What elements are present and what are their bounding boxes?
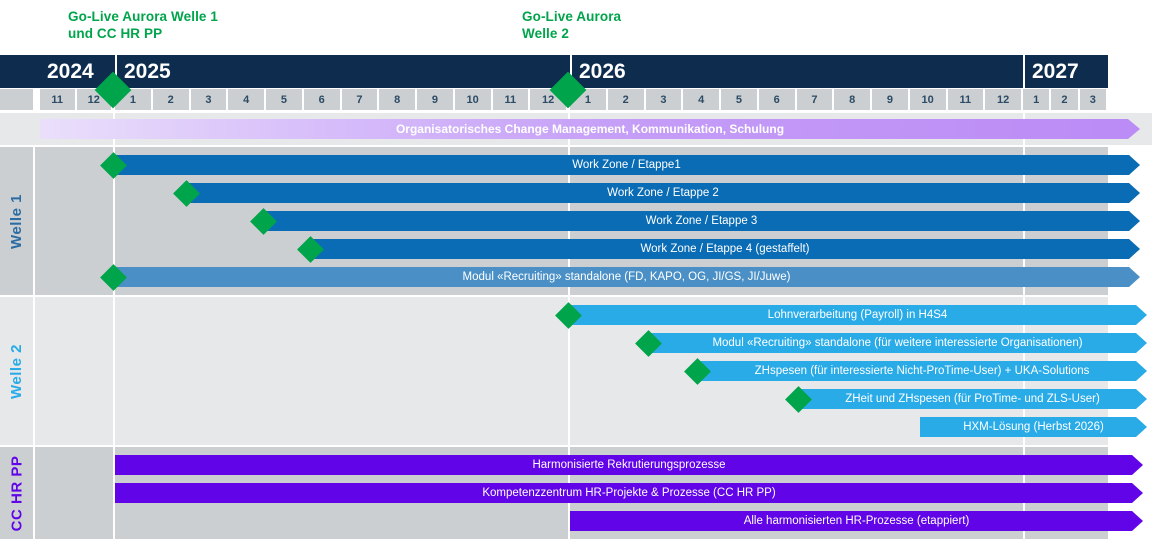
month-cell-20: 6: [759, 89, 797, 110]
bar-welle-2-1[interactable]: Lohnverarbeitung (Payroll) in H4S4: [568, 305, 1147, 325]
bar-welle-2-5[interactable]: HXM-Lösung (Herbst 2026): [920, 417, 1147, 437]
bar-label: Organisatorisches Change Management, Kom…: [392, 122, 788, 136]
bar-label: Modul «Recruiting» standalone (für weite…: [708, 337, 1086, 349]
month-cell-4: 2: [153, 89, 191, 110]
month-cell-10: 8: [379, 89, 417, 110]
month-cell-1: 11: [40, 89, 77, 110]
bar-welle-1-3[interactable]: Work Zone / Etappe 3: [263, 211, 1140, 231]
band-label-welle-2: Welle 2: [0, 297, 33, 445]
bar-label: Alle harmonisierten HR-Prozesse (etappie…: [740, 515, 974, 527]
month-cell-11: 9: [417, 89, 455, 110]
band-label-welle-1: Welle 1: [0, 147, 33, 295]
milestone-callout-welle2: Go-Live Aurora Welle 2: [522, 8, 621, 42]
month-cell-25: 11: [948, 89, 986, 110]
month-cell-17: 3: [646, 89, 684, 110]
month-cell-23: 9: [872, 89, 910, 110]
month-cell-21: 7: [797, 89, 835, 110]
band-welle-2: Welle 2 Lohnverarbeitung (Payroll) in H4S…: [0, 297, 1152, 445]
bar-welle-2-3[interactable]: ZHspesen (für interessierte Nicht-ProTim…: [697, 361, 1147, 381]
band-label-text: Welle 1: [8, 194, 25, 249]
month-cell-13: 11: [493, 89, 531, 110]
milestone-callout-welle1: Go-Live Aurora Welle 1 und CC HR PP: [68, 8, 218, 42]
year-header-row: 2024202520262027: [0, 55, 1108, 88]
band-label-text: Welle 2: [8, 344, 25, 399]
month-cell-9: 7: [342, 89, 380, 110]
month-cell-16: 2: [608, 89, 646, 110]
bar-label: Kompetenzzentrum HR-Projekte & Prozesse …: [478, 487, 779, 499]
month-cell-18: 4: [683, 89, 721, 110]
bar-label: Work Zone / Etappe 2: [603, 187, 723, 199]
month-cell-7: 5: [266, 89, 304, 110]
timeline-grid: 2024202520262027 11121234567891011121234…: [0, 55, 1152, 543]
bar-label: ZHeit und ZHspesen (für ProTime- und ZLS…: [841, 393, 1104, 405]
month-cell-8: 6: [304, 89, 342, 110]
year-cell-2026: 2026: [570, 55, 1023, 88]
band-label-cc-hr-pp: CC HR PP: [0, 447, 33, 539]
bar-label: ZHspesen (für interessierte Nicht-ProTim…: [751, 365, 1094, 377]
bar-cc-hr-pp-3[interactable]: Alle harmonisierten HR-Prozesse (etappie…: [570, 511, 1143, 531]
band-welle-1: Welle 1 Work Zone / Etappe1Work Zone / Et…: [0, 147, 1152, 295]
month-cell-29: 3: [1080, 89, 1108, 110]
bar-label: HXM-Lösung (Herbst 2026): [959, 421, 1108, 433]
bar-label: Modul «Recruiting» standalone (FD, KAPO,…: [459, 271, 795, 283]
band-label-text: CC HR PP: [8, 455, 25, 531]
bar-welle-1-5[interactable]: Modul «Recruiting» standalone (FD, KAPO,…: [113, 267, 1140, 287]
bar-label: Work Zone / Etappe 4 (gestaffelt): [637, 243, 814, 255]
year-cell-2025: 2025: [115, 55, 568, 88]
bar-welle-1-4[interactable]: Work Zone / Etappe 4 (gestaffelt): [310, 239, 1140, 259]
bar-label: Work Zone / Etappe 3: [642, 215, 762, 227]
bar-welle-1-2[interactable]: Work Zone / Etappe 2: [186, 183, 1140, 203]
year-separator: [113, 297, 115, 445]
bar-welle-1-1[interactable]: Work Zone / Etappe1: [113, 155, 1140, 175]
bar-welle-2-4[interactable]: ZHeit und ZHspesen (für ProTime- und ZLS…: [798, 389, 1147, 409]
year-separator: [113, 447, 115, 539]
bar-label: Harmonisierte Rekrutierungsprozesse: [528, 459, 729, 471]
bar-label: Lohnverarbeitung (Payroll) in H4S4: [764, 309, 952, 321]
bar-change-management[interactable]: Organisatorisches Change Management, Kom…: [40, 119, 1140, 139]
month-cell-19: 5: [721, 89, 759, 110]
month-cell-22: 8: [834, 89, 872, 110]
month-cell-28: 2: [1051, 89, 1079, 110]
band-change-management: Organisatorisches Change Management, Kom…: [0, 113, 1152, 145]
month-cell-26: 12: [985, 89, 1023, 110]
bar-label: Work Zone / Etappe1: [568, 159, 684, 171]
bar-cc-hr-pp-2[interactable]: Kompetenzzentrum HR-Projekte & Prozesse …: [115, 483, 1143, 503]
month-cell-6: 4: [228, 89, 266, 110]
month-cell-27: 1: [1023, 89, 1051, 110]
bar-cc-hr-pp-1[interactable]: Harmonisierte Rekrutierungsprozesse: [115, 455, 1143, 475]
band-label-change: [0, 113, 33, 145]
month-cell-5: 3: [191, 89, 229, 110]
month-cell-24: 10: [910, 89, 948, 110]
month-cell-12: 10: [455, 89, 493, 110]
band-cc-hr-pp: CC HR PP Harmonisierte Rekrutierungsproze…: [0, 447, 1152, 539]
month-header-corner: [0, 89, 33, 110]
bar-welle-2-2[interactable]: Modul «Recruiting» standalone (für weite…: [648, 333, 1147, 353]
year-cell-2027: 2027: [1023, 55, 1108, 88]
